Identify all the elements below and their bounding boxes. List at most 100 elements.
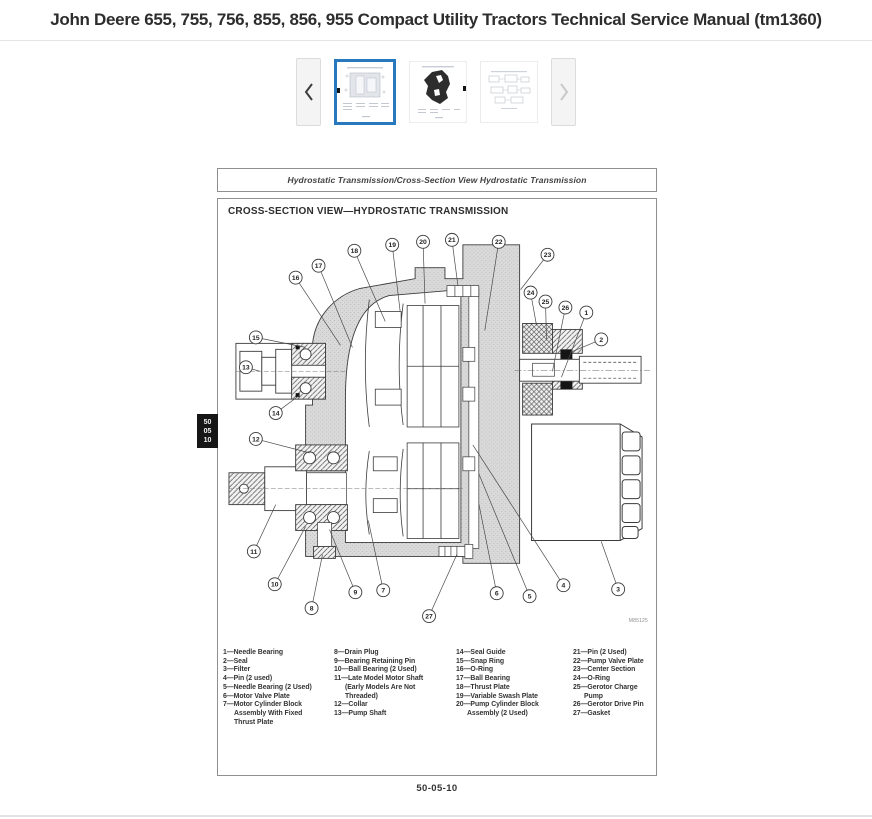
legend-item: 22—Pump Valve Plate [573, 657, 644, 665]
callout-16: 16 [288, 270, 341, 346]
thumbnail-page-2[interactable] [409, 61, 467, 123]
bottom-divider [0, 815, 872, 817]
svg-text:23: 23 [544, 252, 552, 259]
svg-text:16: 16 [292, 275, 300, 282]
center-section [438, 285, 480, 559]
title-bar: John Deere 655, 755, 756, 855, 856, 955 … [0, 0, 872, 41]
thumbnail-page-3[interactable] [480, 61, 538, 123]
svg-text:21: 21 [448, 237, 456, 244]
page-title: John Deere 655, 755, 756, 855, 856, 955 … [50, 10, 822, 29]
svg-text:17: 17 [315, 263, 323, 270]
filter [531, 423, 643, 541]
thumbnail-preview-1 [337, 62, 393, 122]
legend-item: 20—Pump Cylinder Block [456, 701, 539, 709]
legend-item: Assembly With Fixed [234, 709, 303, 717]
callout-17: 17 [311, 258, 353, 348]
callout-24: 24 [523, 285, 538, 326]
svg-text:14: 14 [272, 410, 280, 417]
svg-text:2: 2 [599, 337, 603, 344]
svg-text:19: 19 [388, 242, 396, 249]
svg-text:27: 27 [425, 614, 433, 621]
svg-text:20: 20 [419, 239, 427, 246]
callout-3: 3 [600, 541, 626, 597]
callout-5: 5 [478, 473, 537, 604]
legend-item: 23—Center Section [573, 666, 636, 674]
callout-23: 23 [520, 247, 555, 290]
legend-item: Assembly (2 Used) [467, 709, 528, 717]
legend-item: 13—Pump Shaft [334, 709, 387, 717]
callout-26: 26 [552, 300, 573, 372]
legend-item: (Early Models Are Not [345, 683, 416, 691]
callout-14: 14 [268, 394, 300, 420]
motor-shaft-assembly [228, 444, 463, 559]
thumbnail-preview-3 [481, 62, 537, 122]
callout-7: 7 [367, 520, 391, 598]
svg-text:10: 10 [271, 582, 279, 589]
svg-text:9: 9 [353, 590, 357, 597]
cylinder-block-assembly [364, 299, 460, 539]
legend-item: 8—Drain Plug [334, 649, 379, 656]
legend-item: 6—Motor Valve Plate [223, 692, 290, 700]
svg-text:22: 22 [495, 239, 503, 246]
section-title: CROSS-SECTION VIEW—HYDROSTATIC TRANSMISS… [228, 206, 509, 217]
section-tab: 50 05 10 [197, 414, 218, 448]
callout-21: 21 [445, 232, 459, 286]
callout-20: 20 [416, 234, 430, 304]
figure-id: M85125 [628, 618, 648, 624]
legend-item: 25—Gerotor Charge [573, 683, 638, 691]
svg-text:11: 11 [250, 549, 257, 556]
legend-item: 17—Ball Bearing [456, 675, 511, 683]
svg-text:1: 1 [584, 310, 588, 317]
manual-page: 50 05 10 Hydrostatic Transmission/Cross-… [197, 168, 657, 794]
section-tab-line: 50 [203, 418, 212, 426]
callout-15: 15 [248, 330, 306, 348]
legend-item: 14—Seal Guide [456, 649, 506, 656]
thumbnail-section-tab-mark [463, 86, 466, 91]
thumbnail-carousel [0, 58, 872, 126]
svg-text:25: 25 [542, 299, 550, 306]
svg-text:4: 4 [562, 583, 566, 590]
carousel-prev-button[interactable] [296, 58, 321, 126]
callout-9: 9 [329, 529, 363, 600]
legend-item: 16—O-Ring [456, 666, 494, 674]
svg-text:3: 3 [616, 587, 620, 594]
callout-2: 2 [570, 332, 609, 353]
carousel-next-button[interactable] [551, 58, 576, 126]
svg-text:15: 15 [252, 335, 260, 342]
legend-item: 4—Pin (2 used) [223, 675, 273, 683]
legend-item: Threaded) [345, 692, 378, 700]
svg-text:7: 7 [381, 588, 385, 595]
callout-1: 1 [561, 305, 594, 378]
page-content-box: CROSS-SECTION VIEW—HYDROSTATIC TRANSMISS… [217, 198, 657, 776]
svg-text:12: 12 [252, 436, 260, 443]
running-header: Hydrostatic Transmission/Cross-Section V… [217, 168, 657, 192]
legend-item: 11—Late Model Motor Shaft [334, 675, 424, 683]
thumbnail-section-tab-mark [337, 88, 340, 94]
callout-6: 6 [478, 503, 504, 601]
legend-item: 7—Motor Cylinder Block [223, 701, 302, 709]
pump-shaft-assembly [235, 342, 346, 400]
callout-19: 19 [385, 237, 401, 312]
callout-4: 4 [472, 444, 571, 593]
callout-8: 8 [304, 554, 323, 616]
legend-item: 10—Ball Bearing (2 Used) [334, 666, 417, 674]
legend-item: 2—Seal [223, 657, 248, 665]
section-tab-line: 10 [203, 436, 212, 444]
legend-item: Pump [584, 692, 603, 700]
legend-item: 18—Thrust Plate [456, 683, 510, 691]
svg-text:24: 24 [527, 290, 535, 297]
callout-18: 18 [347, 243, 386, 322]
legend-item: 1—Needle Bearing [223, 649, 284, 656]
charge-pump-output-shaft [514, 323, 651, 416]
legend-item: 12—Collar [334, 701, 368, 709]
svg-text:18: 18 [351, 248, 359, 255]
legend-item: 3—Filter [223, 666, 251, 674]
chevron-left-icon [304, 83, 313, 101]
legend-item: 19—Variable Swash Plate [456, 692, 538, 700]
running-header-text: Hydrostatic Transmission/Cross-Section V… [287, 175, 587, 185]
legend-item: Thrust Plate [234, 718, 274, 726]
thumbnail-page-1[interactable] [334, 59, 396, 125]
